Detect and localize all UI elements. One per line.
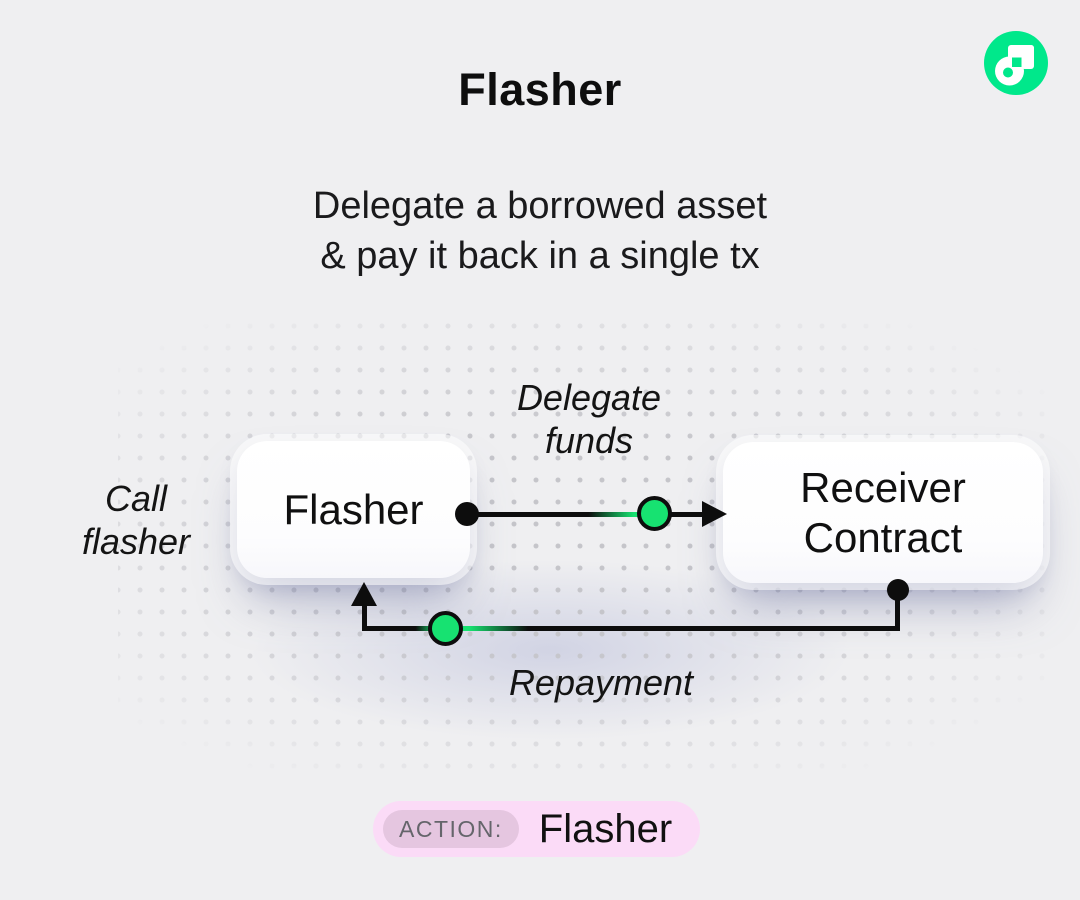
call-flasher-line-2: flasher	[81, 521, 191, 562]
repayment-vertical-line-left	[362, 604, 367, 631]
receiver-line-2: Contract	[803, 513, 963, 561]
delegate-arrow-line	[467, 512, 720, 517]
action-badge: ACTION: Flasher	[373, 801, 701, 857]
delegate-funds-line-1: Delegate	[516, 377, 662, 418]
flasher-node-label: Flasher	[283, 485, 424, 533]
page-subtitle: Delegate a borrowed asset & pay it back …	[0, 181, 1080, 281]
delegate-arrowhead-icon	[702, 501, 727, 527]
call-flasher-line-1: Call	[104, 478, 167, 519]
delegate-funds-line-2: funds	[544, 420, 634, 461]
action-badge-label-pill: ACTION:	[383, 810, 519, 848]
subtitle-line-2: & pay it back in a single tx	[320, 235, 760, 277]
repayment-label: Repayment	[508, 662, 694, 703]
action-badge-value: Flasher	[538, 806, 673, 851]
receiver-contract-node-box: Receiver Contract	[723, 442, 1043, 583]
subtitle-line-1: Delegate a borrowed asset	[312, 185, 768, 227]
repayment-horizontal-line	[362, 626, 898, 631]
flasher-node-box: Flasher	[237, 441, 470, 578]
call-flasher-label: Call flasher	[36, 477, 236, 563]
flow-logo-icon	[984, 31, 1048, 95]
page-title: Flasher	[458, 64, 622, 115]
repayment-green-node-icon	[428, 611, 463, 646]
delegate-green-node-icon	[637, 496, 672, 531]
repayment-vertical-line-right	[895, 589, 900, 631]
delegate-funds-label: Delegate funds	[459, 376, 719, 462]
receiver-line-1: Receiver	[800, 463, 966, 511]
repayment-arrowhead-icon	[351, 582, 377, 606]
receiver-contract-label: Receiver Contract	[800, 463, 966, 563]
